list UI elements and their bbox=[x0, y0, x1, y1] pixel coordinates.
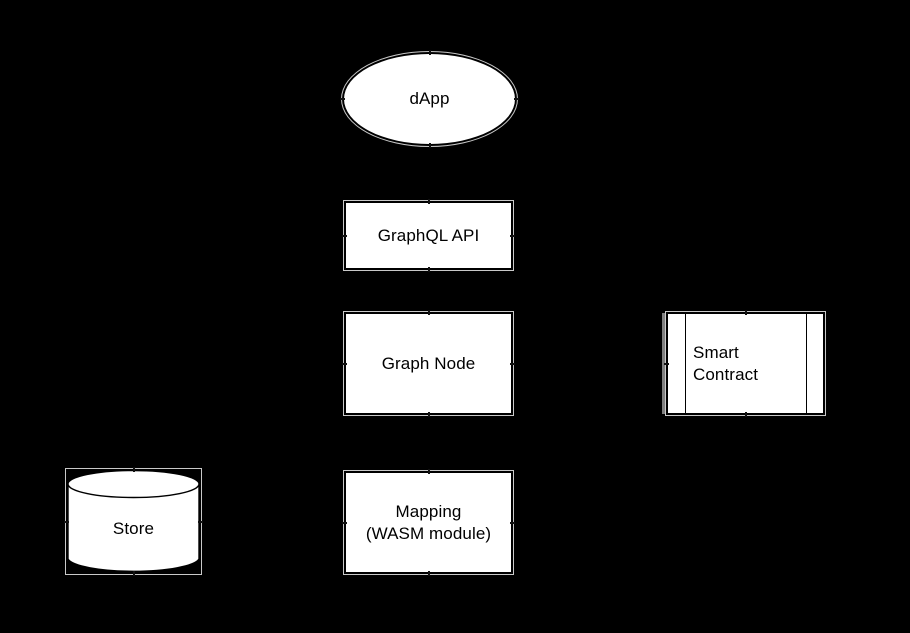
diagram-node-dapp[interactable]: dApp bbox=[340, 50, 519, 148]
node-label-graphql-api: GraphQL API bbox=[377, 225, 480, 245]
node-label-mapping: Mapping (WASM module) bbox=[365, 501, 492, 543]
ellipse-shape bbox=[343, 53, 516, 145]
node-label-store: Store bbox=[112, 518, 155, 538]
diagram-node-mapping[interactable]: Mapping (WASM module) bbox=[342, 469, 515, 576]
resize-handle-bar[interactable] bbox=[662, 313, 666, 414]
diagram-node-graphql-api[interactable]: GraphQL API bbox=[342, 199, 515, 272]
diagram-node-smart-contract[interactable]: Smart Contract bbox=[662, 310, 826, 417]
diagram-node-store[interactable]: Store bbox=[64, 467, 203, 576]
diagram-node-graph-node[interactable]: Graph Node bbox=[342, 310, 515, 417]
node-label-smart-contract: Smart Contract bbox=[693, 342, 759, 384]
node-label-graph-node: Graph Node bbox=[381, 353, 476, 373]
node-label-dapp: dApp bbox=[409, 89, 450, 108]
cylinder-shape bbox=[67, 470, 200, 572]
